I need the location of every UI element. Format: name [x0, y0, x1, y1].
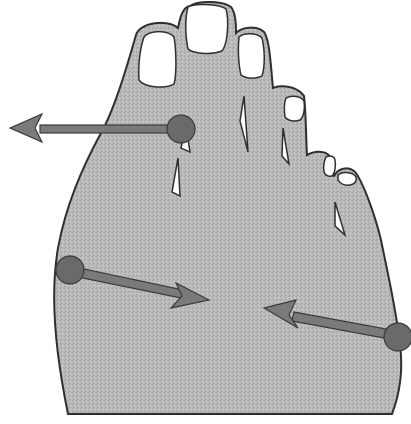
- toenail-fifth-toe: [338, 173, 356, 186]
- toenail-second-toe: [238, 34, 264, 78]
- big-toe-arrow-shaft: [40, 125, 180, 133]
- toenail-fourth-toe: [324, 156, 336, 176]
- right-side-pivot-dot: [384, 323, 411, 351]
- left-side-pivot-dot: [56, 256, 84, 284]
- toenail-third-toe: [284, 96, 304, 121]
- toenail-big-toe-left: [139, 32, 176, 87]
- big-toe-pivot-dot: [167, 115, 195, 143]
- foot-body: [54, 2, 401, 414]
- toenail-big-toe: [186, 5, 228, 54]
- big-toe-arrow-head: [10, 114, 42, 142]
- foot-outline: [54, 2, 401, 414]
